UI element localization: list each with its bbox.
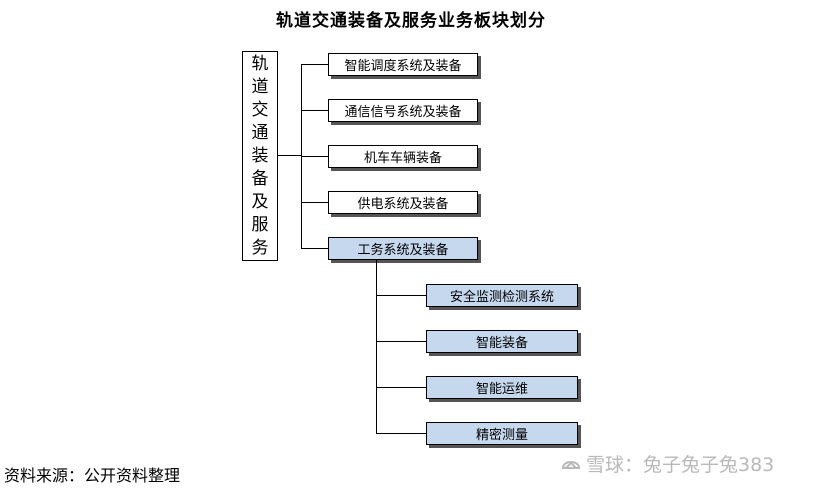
node-label: 工务系统及装备	[357, 243, 449, 258]
node-precision-measurement: 精密测量	[426, 422, 578, 445]
connector-level2-branch	[376, 341, 426, 342]
root-node: 轨 道 交 通 装 备 及 服 务	[242, 51, 278, 261]
node-safety-monitoring: 安全监测检测系统	[426, 284, 578, 307]
node-track-works: 工务系统及装备	[328, 237, 478, 260]
connector-level1-branch	[301, 64, 328, 65]
node-label: 安全监测检测系统	[449, 290, 554, 305]
connector-level1-branch	[301, 202, 328, 203]
node-label: 供电系统及装备	[357, 197, 449, 212]
connector-level2-spine	[376, 260, 377, 433]
watermark: 雪球：兔子兔子兔383	[560, 450, 774, 477]
node-label: 智能调度系统及装备	[344, 59, 462, 74]
node-label: 机车车辆装备	[363, 151, 442, 166]
root-char: 及	[251, 191, 269, 212]
root-char: 交	[251, 99, 269, 120]
node-dispatch-system: 智能调度系统及装备	[328, 53, 478, 76]
watermark-text: 雪球：兔子兔子兔383	[586, 454, 775, 476]
root-char: 道	[251, 76, 269, 97]
root-char: 通	[251, 122, 269, 143]
node-label: 智能运维	[475, 382, 528, 397]
connector-level2-branch	[376, 433, 426, 434]
connector-root-out	[278, 155, 301, 156]
node-label: 精密测量	[475, 428, 528, 443]
node-smart-equipment: 智能装备	[426, 330, 578, 353]
root-char: 务	[251, 237, 269, 258]
root-char: 备	[251, 168, 269, 189]
node-rolling-stock: 机车车辆装备	[328, 145, 478, 168]
root-char: 轨	[251, 53, 269, 74]
connector-level1-branch	[301, 110, 328, 111]
connector-level1-branch	[301, 248, 328, 249]
root-char: 装	[251, 145, 269, 166]
snowball-logo-icon	[561, 460, 581, 469]
node-signal-system: 通信信号系统及装备	[328, 99, 478, 122]
connector-level2-branch	[376, 295, 426, 296]
node-power-supply: 供电系统及装备	[328, 191, 478, 214]
node-smart-maintenance: 智能运维	[426, 376, 578, 399]
diagram-title: 轨道交通装备及服务业务板块划分	[276, 11, 546, 31]
source-note: 资料来源：公开资料整理	[4, 466, 181, 485]
connector-level2-branch	[376, 387, 426, 388]
node-label: 智能装备	[475, 336, 528, 351]
root-char: 服	[251, 214, 269, 235]
node-label: 通信信号系统及装备	[344, 105, 462, 120]
connector-level1-branch	[301, 156, 328, 157]
